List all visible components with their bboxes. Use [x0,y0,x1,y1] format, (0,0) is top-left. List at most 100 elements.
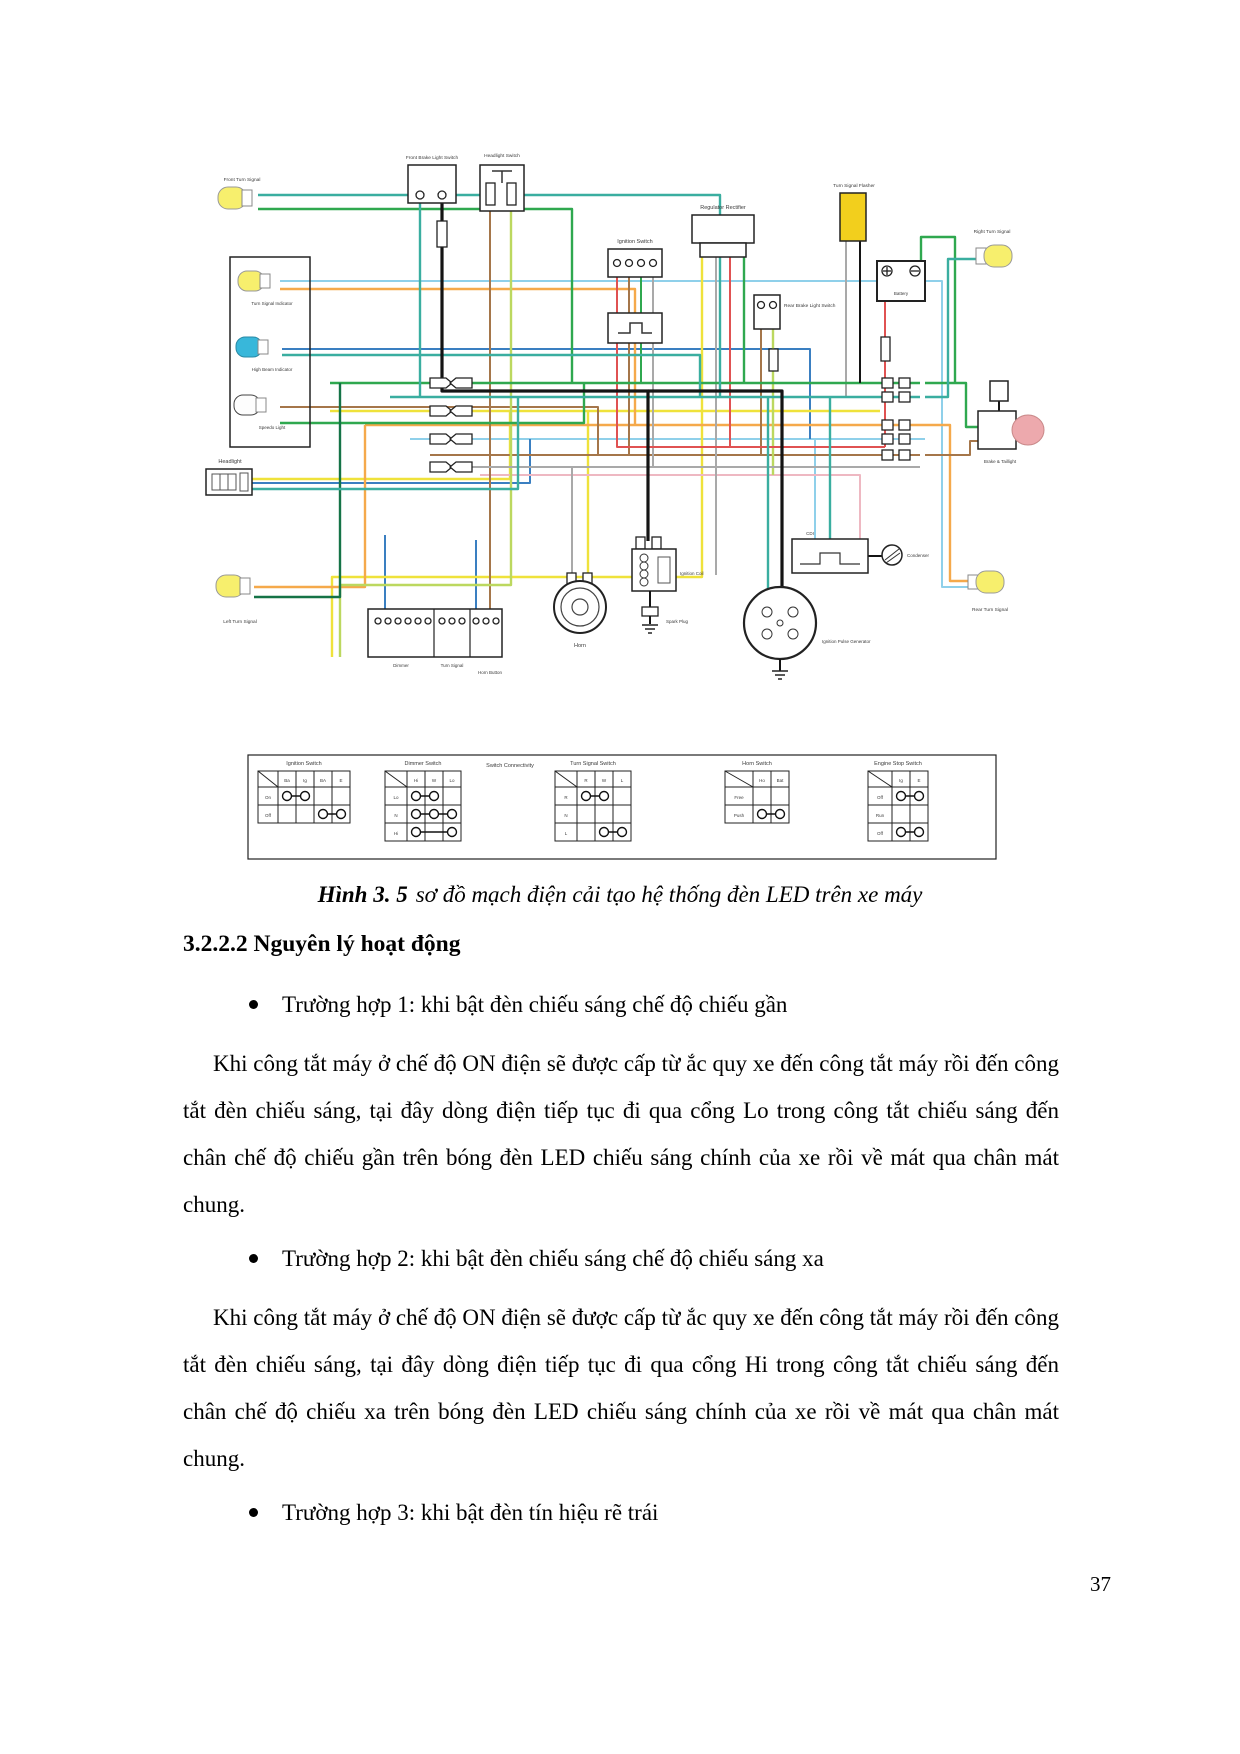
section-heading: 3.2.2.2 Nguyên lý hoạt động [183,931,461,957]
svg-text:BA: BA [320,778,326,783]
svg-text:W: W [432,778,437,783]
svg-text:E: E [917,778,920,783]
svg-text:Off: Off [877,795,884,800]
figure-caption-text: sơ đồ mạch điện cải tạo hệ thống đèn LED… [415,882,923,907]
horn-label: Horn [574,643,586,649]
bullet-case-2-label: Trường hợp 2: khi bật đèn chiếu sáng chế… [282,1246,824,1271]
svg-text:Ig: Ig [303,778,307,783]
front-brake-light-switch-label: Front Brake Light Switch [406,155,459,161]
svg-text:N: N [564,813,567,818]
svg-text:W: W [602,778,607,783]
brake-taillight-lamp: Brake & Taillight [977,380,1045,464]
rear-turn-signal-lamp: Rear Turn Signal [967,570,1008,613]
regulator-rectifier: Regulator Rectifier [691,205,755,258]
switch-table-title: Dimmer Switch [405,761,442,767]
turn-signal-flasher: Turn Signal Flasher [833,183,875,242]
bullet-case-2: Trường hợp 2: khi bật đèn chiếu sáng chế… [249,1246,824,1272]
headlight-symbol: Headlight [205,459,253,496]
bullet-case-3-label: Trường hợp 3: khi bật đèn tín hiệu rẽ tr… [282,1500,659,1525]
svg-text:R: R [564,795,568,800]
svg-text:E: E [339,778,342,783]
switch-table-title: Ignition Switch [286,761,321,767]
svg-text:Ba: Ba [284,778,290,783]
left-turn-signal-label: Left Turn Signal [223,619,257,625]
switch-tables-title: Switch Connectivity [486,763,534,769]
svg-text:Lo: Lo [393,795,399,800]
svg-text:L: L [621,778,624,783]
indicator-panel: Turn Signal Indicator High Beam Indicato… [229,256,311,448]
figure-caption-label: Hình 3. 5 [317,882,408,907]
ignition-coil-symbol: Ignition Coil Spark Plug [631,536,704,634]
switch-table-title: Engine Stop Switch [874,761,922,767]
turn-signal-indicator-label: Turn Signal Indicator [251,301,293,306]
connector-cluster-right [881,377,911,461]
svg-text:Free: Free [734,795,744,800]
svg-text:Ho: Ho [759,778,765,783]
headlight-switch: Headlight Switch [479,153,525,212]
handlebar-switch-block: Dimmer Turn Signal Horn Button [367,608,503,675]
battery: Battery [876,260,926,302]
ignition-switch-label: Ignition Switch [617,239,652,245]
left-turn-signal-lamp: Left Turn Signal [215,574,257,625]
svg-text:R: R [584,778,588,783]
key-symbol [607,312,663,344]
svg-text:Off: Off [265,813,272,818]
battery-label: Battery [894,291,909,296]
bullet-icon [249,1254,258,1263]
svg-text:Push: Push [734,813,745,818]
svg-text:L: L [565,831,568,836]
front-brake-light-switch: Front Brake Light Switch [406,155,459,204]
magneto-label: Ignition Pulse Generator [822,639,871,644]
bullet-icon [249,1000,258,1009]
ignition-coil-label: Ignition Coil [680,571,704,576]
turn-signal-flasher-label: Turn Signal Flasher [833,183,875,189]
headlight-label: Headlight [218,459,242,465]
svg-text:Hi: Hi [414,778,418,783]
turn-signal-label: Turn Signal [441,663,464,668]
svg-text:Lo: Lo [449,778,455,783]
page-number: 37 [1090,1572,1111,1596]
connector-cluster-left [429,377,473,473]
ignition-switch: Ignition Switch [607,239,663,344]
rear-brake-light-switch-label: Rear Brake Light Switch [784,303,836,309]
speedo-light-label: Speedo Light [259,425,286,430]
svg-text:Ig: Ig [899,778,903,783]
condenser-symbol: Condenser [881,544,930,566]
figure-wiring-diagram: Front Turn Signal Turn Signal Indicator … [180,145,1100,860]
figure-caption: Hình 3. 5 sơ đồ mạch điện cải tạo hệ thốn… [180,882,1060,908]
right-turn-signal-lamp: Right Turn Signal [974,229,1013,268]
rear-turn-signal-label: Rear Turn Signal [972,607,1008,613]
right-turn-signal-label: Right Turn Signal [974,229,1011,235]
svg-text:Off: Off [877,831,884,836]
headlight-switch-label: Headlight Switch [484,153,520,159]
high-beam-indicator-label: High Beam Indicator [252,367,293,372]
switch-table-title: Horn Switch [742,761,772,767]
magneto-symbol: Ignition Pulse Generator [742,585,871,680]
rear-brake-light-switch: Rear Brake Light Switch [753,294,836,330]
bullet-case-1-label: Trường hợp 1: khi bật đèn chiếu sáng chế… [282,992,788,1017]
spark-plug-label: Spark Plug [666,619,689,624]
wiring-harness [248,193,1000,657]
fuses [436,220,891,372]
cdi-label: CDI [806,531,814,536]
svg-text:Hi: Hi [394,831,398,836]
svg-text:N: N [394,813,397,818]
switch-tables-frame: Switch Connectivity [247,754,997,860]
horn-symbol: Horn [553,572,607,649]
regulator-rectifier-label: Regulator Rectifier [700,205,746,211]
front-turn-signal-label: Front Turn Signal [224,177,261,183]
brake-taillight-label: Brake & Taillight [984,459,1017,464]
horn-button-label: Horn Button [478,670,503,675]
paragraph-case-1: Khi công tắt máy ở chế độ ON điện sẽ đượ… [183,1051,1059,1217]
front-turn-signal-lamp: Front Turn Signal [217,177,261,210]
paragraph-case-2: Khi công tắt máy ở chế độ ON điện sẽ đượ… [183,1305,1059,1471]
bullet-case-1: Trường hợp 1: khi bật đèn chiếu sáng chế… [249,992,787,1018]
bullet-icon [249,1508,258,1517]
svg-text:Bat: Bat [777,778,785,783]
